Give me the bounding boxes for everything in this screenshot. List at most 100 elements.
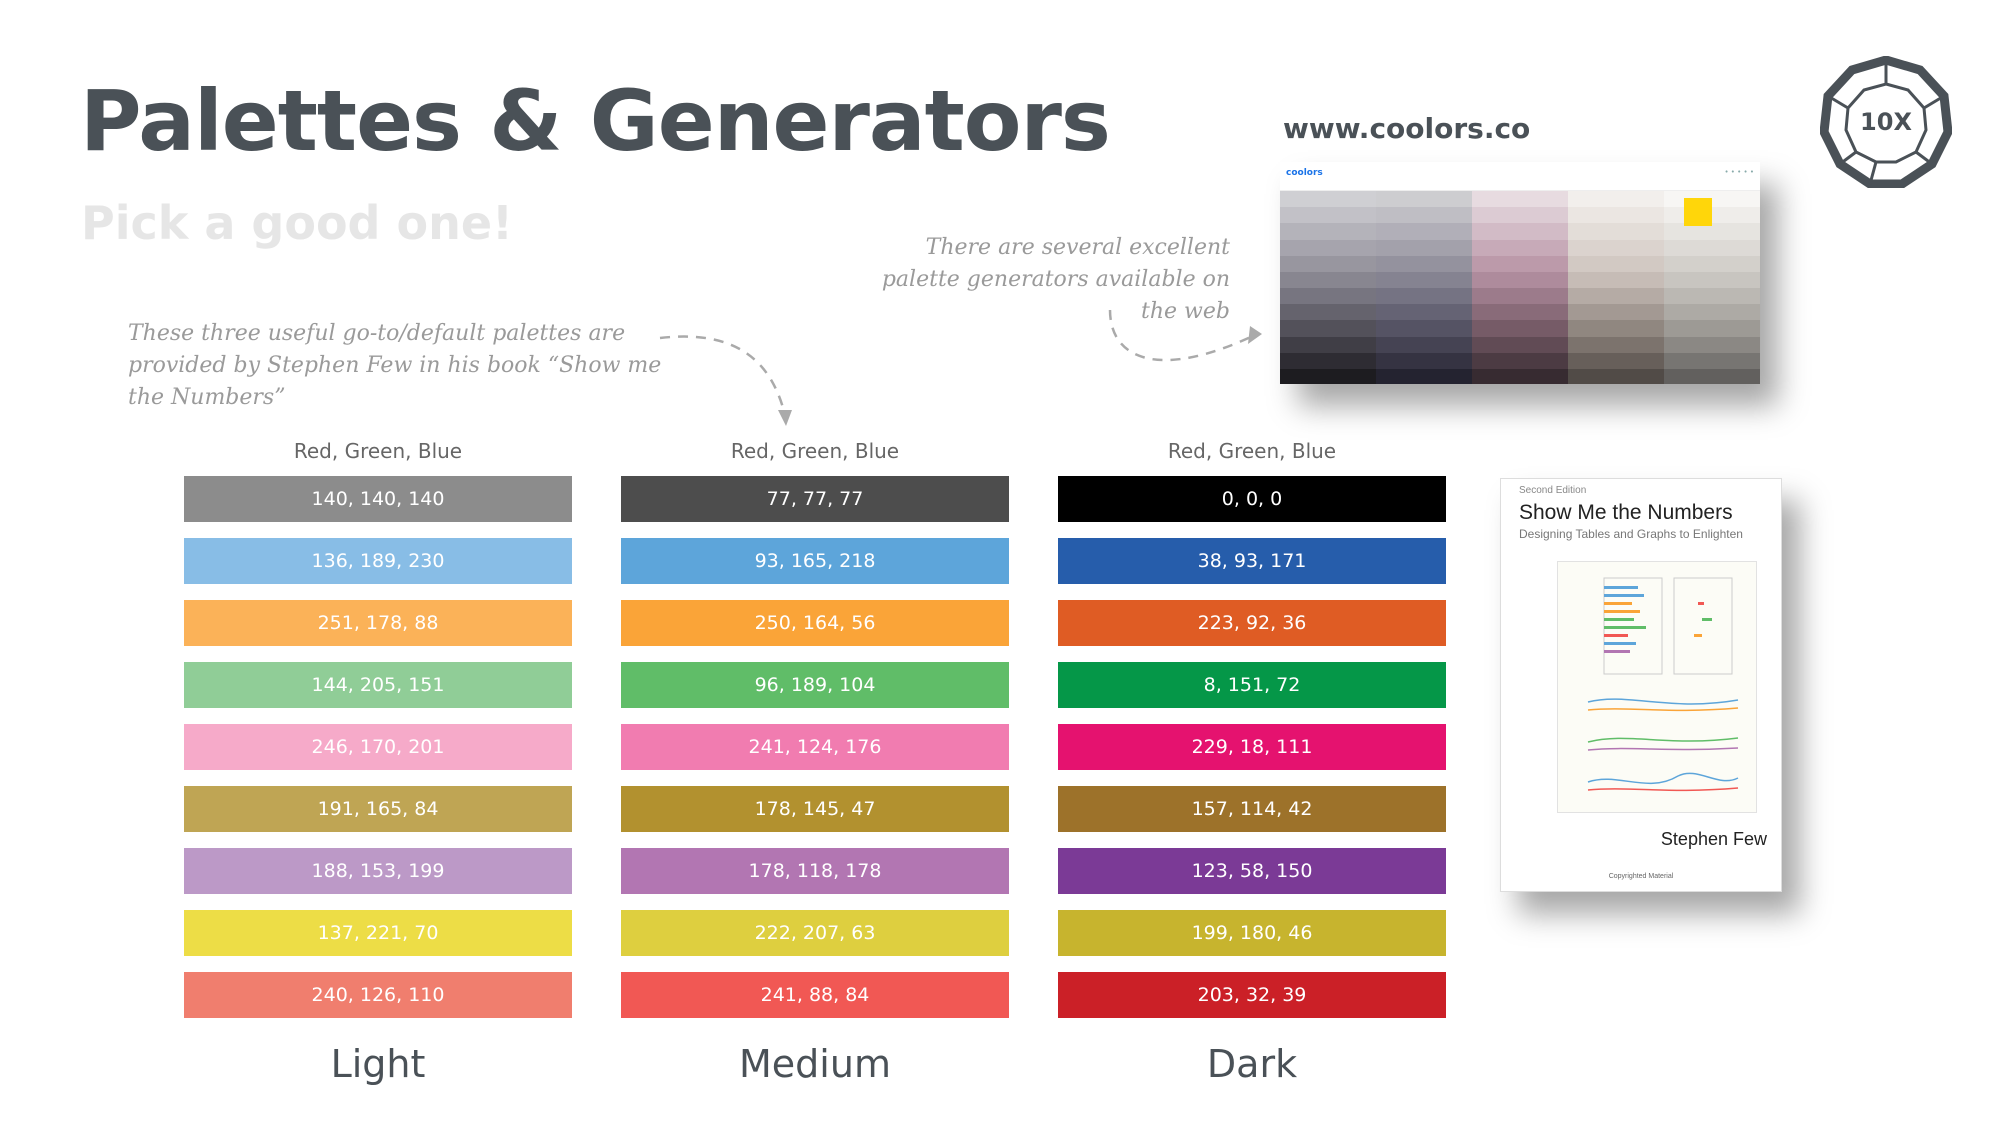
color-swatch: 93, 165, 218: [621, 538, 1009, 584]
page-title: Palettes & Generators: [80, 72, 1111, 170]
color-swatch: 188, 153, 199: [184, 848, 572, 894]
coolors-shade: [1280, 255, 1376, 272]
coolors-palette-column: [1472, 191, 1568, 384]
coolors-shade: [1568, 223, 1664, 240]
coolors-shade: [1568, 191, 1664, 208]
color-swatch: 191, 165, 84: [184, 786, 572, 832]
color-swatch: 246, 170, 201: [184, 724, 572, 770]
coolors-shade: [1376, 320, 1472, 337]
coolors-shade: [1664, 304, 1760, 321]
color-swatch: 178, 118, 178: [621, 848, 1009, 894]
arrow-to-medium-icon: [659, 335, 787, 416]
color-swatch: 222, 207, 63: [621, 910, 1009, 956]
coolors-shade: [1472, 368, 1568, 384]
coolors-shade: [1664, 336, 1760, 353]
coolors-shade: [1376, 288, 1472, 305]
color-swatch: 137, 221, 70: [184, 910, 572, 956]
coolors-palette-column: [1664, 191, 1760, 384]
coolors-screenshot: coolors • • • • •: [1280, 162, 1760, 384]
color-swatch: 0, 0, 0: [1058, 476, 1446, 522]
coolors-toolbar: coolors • • • • •: [1280, 162, 1760, 191]
color-swatch: 157, 114, 42: [1058, 786, 1446, 832]
coolors-shade: [1376, 368, 1472, 384]
book-cover-chart: [1557, 561, 1757, 813]
coolors-shade: [1280, 288, 1376, 305]
coolors-shade: [1568, 304, 1664, 321]
coolors-shade: [1280, 223, 1376, 240]
coolors-shade: [1376, 336, 1472, 353]
coolors-shade: [1568, 352, 1664, 369]
palette-column-header: Red, Green, Blue: [1167, 439, 1337, 463]
page-subtitle: Pick a good one!: [81, 196, 514, 250]
coolors-shade: [1280, 336, 1376, 353]
book-chart-graphic: [1587, 577, 1739, 792]
color-swatch: 96, 189, 104: [621, 662, 1009, 708]
coolors-shade: [1472, 255, 1568, 272]
coolors-shade: [1664, 223, 1760, 240]
coolors-shade: [1472, 271, 1568, 289]
badge-label: 10X: [1860, 108, 1912, 136]
palette-dark: Red, Green, Blue 0, 0, 0 38, 93, 171 223, …: [1058, 436, 1446, 1034]
coolors-shade: [1568, 288, 1664, 305]
coolors-shade: [1280, 320, 1376, 337]
book-copyright: Copyrighted Material: [1608, 873, 1674, 880]
palette-label-light: Light: [330, 1042, 426, 1086]
coolors-shade: [1568, 239, 1664, 256]
coolors-shade: [1664, 207, 1760, 224]
color-swatch: 250, 164, 56: [621, 600, 1009, 646]
color-swatch: 8, 151, 72: [1058, 662, 1446, 708]
book-subtitle: Designing Tables and Graphs to Enlighten: [1519, 527, 1743, 541]
coolors-shade: [1376, 255, 1472, 272]
coolors-shade: [1280, 239, 1376, 256]
color-swatch: 136, 189, 230: [184, 538, 572, 584]
coolors-shade: [1664, 271, 1760, 289]
color-swatch: 203, 32, 39: [1058, 972, 1446, 1018]
color-swatch: 240, 126, 110: [184, 972, 572, 1018]
coolors-shade: [1568, 336, 1664, 353]
coolors-shade: [1280, 207, 1376, 224]
coolors-palette-column: [1568, 191, 1664, 384]
coolors-shade: [1472, 336, 1568, 353]
coolors-shade: [1568, 207, 1664, 224]
coolors-shade: [1376, 352, 1472, 369]
coolors-shade: [1280, 368, 1376, 384]
color-swatch: 77, 77, 77: [621, 476, 1009, 522]
color-swatch: 140, 140, 140: [184, 476, 572, 522]
color-swatch: 223, 92, 36: [1058, 600, 1446, 646]
coolors-shade: [1376, 191, 1472, 208]
coolors-shade: [1472, 207, 1568, 224]
color-swatch: 178, 145, 47: [621, 786, 1009, 832]
coolors-shade: [1472, 304, 1568, 321]
color-swatch: 123, 58, 150: [1058, 848, 1446, 894]
coolors-shade: [1664, 320, 1760, 337]
color-swatch: 144, 205, 151: [184, 662, 572, 708]
coolors-shade: [1568, 368, 1664, 384]
color-swatch: 38, 93, 171: [1058, 538, 1446, 584]
generators-note: There are several excellent palette gene…: [881, 235, 1230, 324]
coolors-shade: [1280, 271, 1376, 289]
ten-x-badge-icon: [1820, 56, 1952, 188]
coolors-ad-thumbnail: [1684, 198, 1712, 226]
coolors-shade: [1568, 271, 1664, 289]
coolors-shade: [1472, 288, 1568, 305]
color-swatch: 241, 124, 176: [621, 724, 1009, 770]
coolors-shade: [1568, 255, 1664, 272]
palette-label-dark: Dark: [1206, 1042, 1298, 1086]
coolors-logo: coolors: [1286, 168, 1323, 178]
coolors-shade: [1376, 223, 1472, 240]
coolors-url: www.coolors.co: [1283, 112, 1531, 145]
coolors-shade: [1280, 191, 1376, 208]
coolors-shade: [1664, 288, 1760, 305]
coolors-shade: [1664, 352, 1760, 369]
coolors-shade: [1472, 239, 1568, 256]
coolors-shade: [1472, 352, 1568, 369]
book-cover: Second Edition Show Me the Numbers Desig…: [1500, 478, 1782, 892]
coolors-shade: [1472, 223, 1568, 240]
book-edition: Second Edition: [1519, 485, 1587, 496]
coolors-shade: [1280, 304, 1376, 321]
color-swatch: 229, 18, 111: [1058, 724, 1446, 770]
book-author: Stephen Few: [1660, 829, 1767, 849]
coolors-palette-column: [1376, 191, 1472, 384]
